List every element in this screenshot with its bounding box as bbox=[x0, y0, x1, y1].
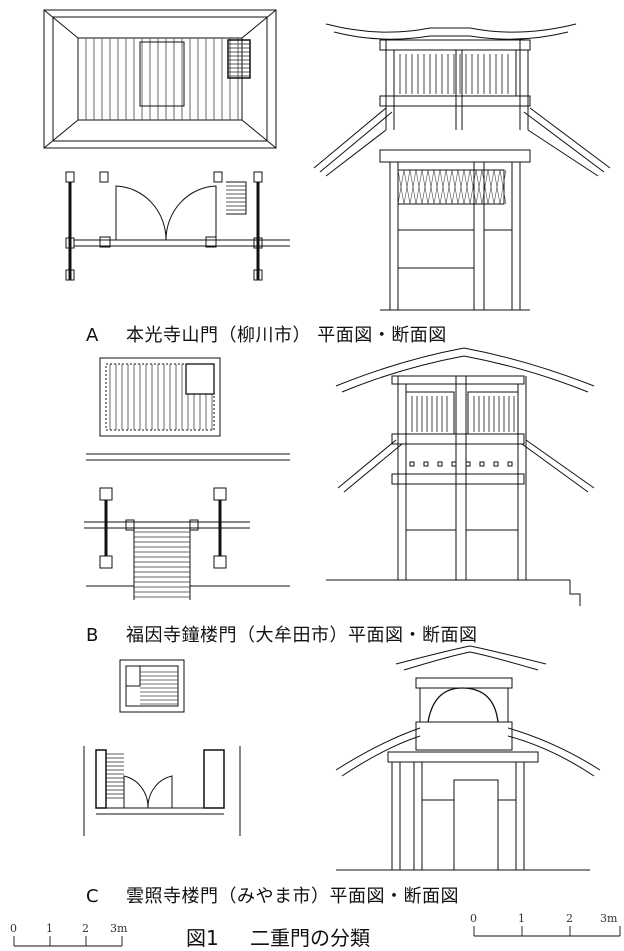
panel-b-section bbox=[326, 347, 595, 606]
figure-caption: 図1 二重門の分類 bbox=[186, 922, 370, 951]
figure-title: 二重門の分類 bbox=[250, 926, 370, 950]
caption-a: A 本光寺山門（柳川市） 平面図・断面図 bbox=[86, 321, 447, 347]
scale-left-label-3: 3m bbox=[110, 922, 128, 935]
caption-b-text: 福因寺鐘楼門（大牟田市）平面図・断面図 bbox=[126, 625, 478, 646]
panel-a-section bbox=[313, 23, 611, 311]
scale-right-label-0: 0 bbox=[470, 912, 477, 925]
scale-right-label-3: 3m bbox=[600, 912, 618, 925]
scale-left-label-2: 2 bbox=[82, 922, 89, 935]
caption-b: B 福因寺鐘楼門（大牟田市）平面図・断面図 bbox=[86, 621, 478, 647]
scale-right-label-1: 1 bbox=[518, 912, 525, 925]
panel-b-floor-plan bbox=[84, 487, 290, 600]
panel-c-roof-plan bbox=[119, 659, 185, 713]
figure-number: 図1 bbox=[186, 926, 219, 950]
panel-a-roof-plan bbox=[43, 9, 277, 149]
panel-b-roof-plan bbox=[86, 357, 290, 461]
scale-left-label-1: 1 bbox=[46, 922, 53, 935]
scale-bar-right bbox=[473, 926, 621, 937]
caption-c: C 雲照寺楼門（みやま市）平面図・断面図 bbox=[86, 882, 459, 908]
panel-c-floor-plan bbox=[83, 746, 241, 836]
scale-right-label-2: 2 bbox=[566, 912, 573, 925]
caption-a-letter: A bbox=[86, 325, 99, 346]
panel-c-section bbox=[335, 645, 601, 871]
scale-left-label-0: 0 bbox=[10, 922, 17, 935]
caption-c-letter: C bbox=[86, 886, 100, 907]
panel-a-floor-plan bbox=[65, 171, 290, 281]
scale-bar-left bbox=[13, 936, 123, 947]
caption-c-text: 雲照寺楼門（みやま市）平面図・断面図 bbox=[126, 886, 459, 907]
caption-b-letter: B bbox=[86, 625, 99, 646]
caption-a-text: 本光寺山門（柳川市） 平面図・断面図 bbox=[126, 325, 447, 346]
